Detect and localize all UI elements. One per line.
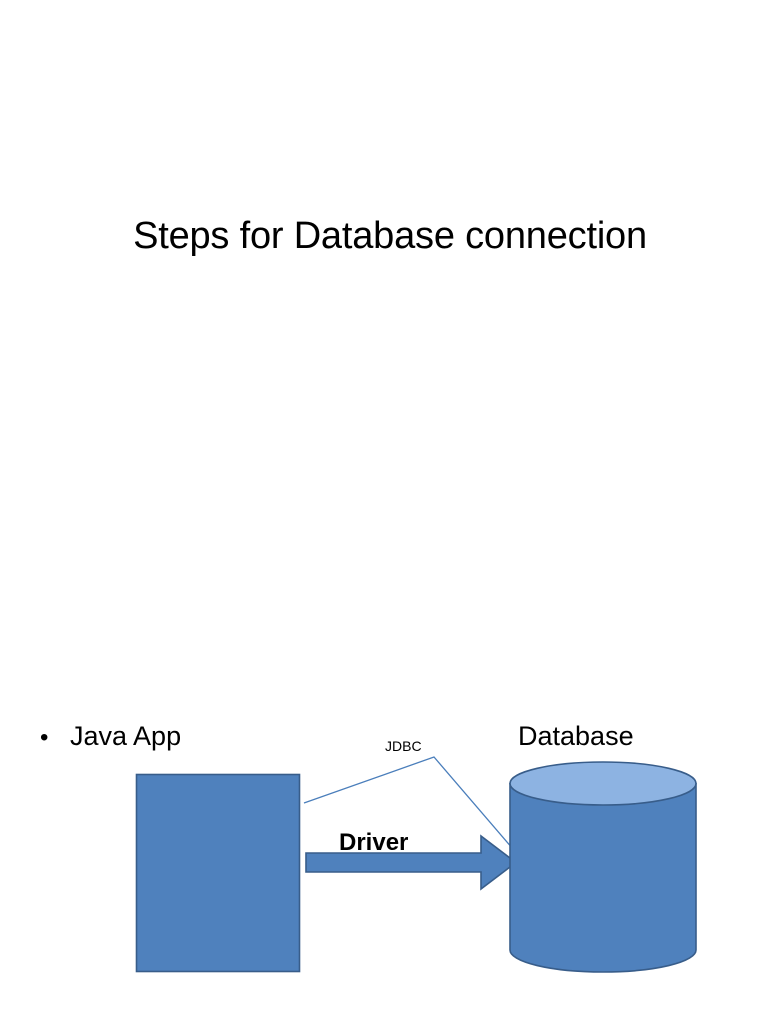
jdbc-connector-line[interactable]	[303, 756, 514, 850]
driver-label: Driver	[339, 829, 409, 856]
bullet-dot-icon: •	[40, 724, 49, 751]
driver-arrow-shape[interactable]	[305, 834, 518, 891]
list-item: • Java App	[40, 720, 181, 753]
java-app-rectangle[interactable]	[135, 773, 301, 973]
database-cylinder[interactable]	[509, 761, 697, 973]
database-label: Database	[518, 721, 634, 751]
list-item-label: Java App	[70, 721, 182, 751]
page-title: Steps for Database connection	[133, 215, 647, 257]
database-cylinder-body	[509, 782, 697, 973]
database-cylinder-top	[509, 761, 697, 806]
jdbc-label: JDBC	[385, 738, 422, 754]
